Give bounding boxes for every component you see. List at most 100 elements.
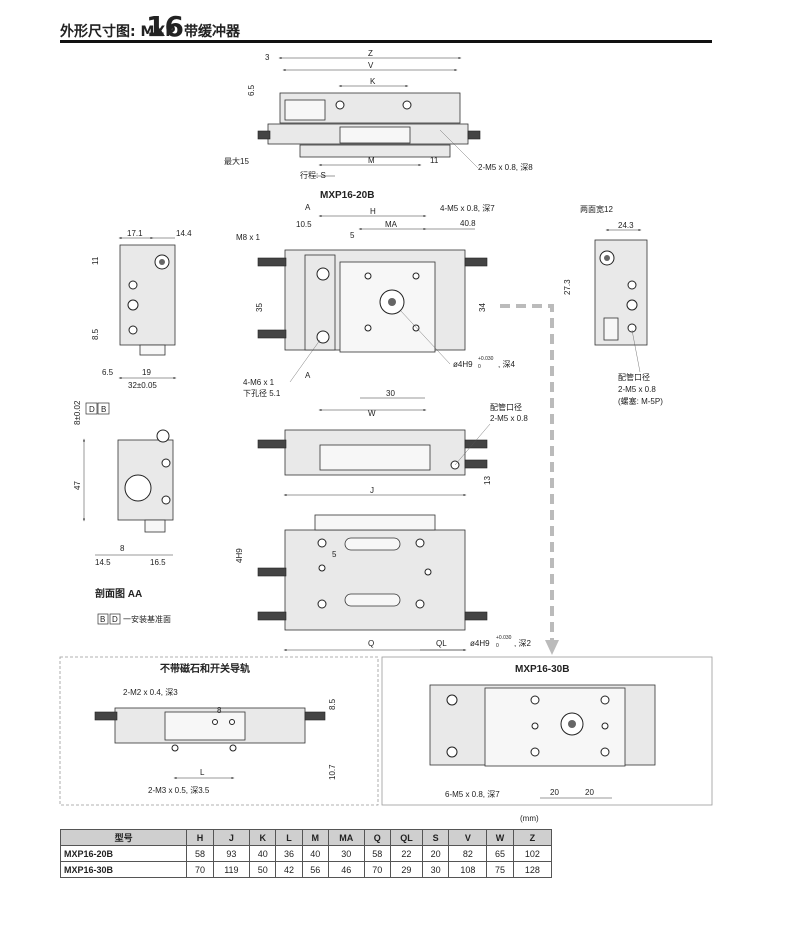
- label-stroke: 行程: S: [300, 170, 326, 180]
- plan-hole-1: [316, 267, 330, 281]
- front-slider: [319, 444, 431, 471]
- th-M: M: [301, 829, 329, 846]
- dim-10-7: 10.7: [328, 764, 337, 780]
- top-hole-2: [402, 100, 412, 110]
- cell: 82: [448, 845, 488, 862]
- dim-34: 34: [478, 303, 487, 312]
- dim-J: J: [370, 486, 374, 495]
- cell: 29: [389, 861, 424, 878]
- dim-17-1: 17.1: [127, 229, 143, 238]
- dim-Q: Q: [368, 639, 374, 648]
- dim-MA: MA: [385, 220, 398, 229]
- cell: 70: [186, 861, 214, 878]
- dim-35: 35: [255, 303, 264, 312]
- label-m8: M8 x 1: [236, 233, 261, 242]
- dim-L: L: [200, 768, 205, 777]
- dim-6-5: 6.5: [247, 84, 256, 96]
- th-Z: Z: [512, 829, 553, 846]
- section-foot: [144, 519, 166, 533]
- cell: 42: [275, 861, 303, 878]
- th-V: V: [448, 829, 488, 846]
- legend-key-D: D: [112, 615, 118, 624]
- dim-14-5: 14.5: [95, 558, 111, 567]
- cell: 20: [422, 845, 450, 862]
- box-mxp16-30b: MXP16-30B 20 20 6-M5 x 0.8, 深7: [381, 656, 713, 806]
- view-section-AA: D B 8±0.02 47 14.5 8 16.5 剖面图 AA B D 一安装…: [73, 400, 174, 625]
- dim-47: 47: [73, 481, 82, 490]
- label-4h9: 4H9: [235, 548, 244, 563]
- tol-lower-1: 0: [478, 364, 481, 370]
- dim-V: V: [368, 61, 374, 70]
- front-bolt-2: [464, 439, 488, 449]
- tol-upper-1: +0.030: [478, 356, 494, 362]
- view-right-end: 两面宽12 24.3 27.3 配管口径 2-M5 x 0.8 (螺塞: M-5…: [563, 204, 663, 406]
- dim-16-5: 16.5: [150, 558, 166, 567]
- label-port-1: 配管口径: [490, 402, 522, 412]
- bottom-bolt-1: [257, 567, 287, 577]
- box-no-magnet: 不带磁石和开关导轨 L 2-M2 x 0.4, 深3 2-M3 x 0.5, 深…: [59, 656, 379, 806]
- header-rule: [60, 40, 712, 43]
- legend-key-B: B: [100, 615, 105, 624]
- dim-H: H: [370, 207, 376, 216]
- dim-M: M: [368, 156, 375, 165]
- cell: 93: [212, 845, 251, 862]
- dim-5: 5: [350, 231, 355, 240]
- cell: 50: [249, 861, 277, 878]
- label-port-spec-2: 2-M5 x 0.8: [618, 385, 656, 394]
- top-block-left: [284, 99, 326, 121]
- label-port-spec-1: 2-M5 x 0.8: [490, 414, 528, 423]
- front-bolt-1: [257, 439, 287, 449]
- label-m3-deep3-5: 2-M3 x 0.5, 深3.5: [148, 786, 210, 795]
- th-J: J: [212, 829, 251, 846]
- plan-bolt-3: [464, 257, 488, 267]
- top-view-title: MXP16-20B: [320, 190, 374, 201]
- th-MA: MA: [327, 829, 365, 846]
- th-QL: QL: [389, 829, 424, 846]
- page-header: 外形尺寸图: MXP 16 带缓冲器: [60, 10, 712, 43]
- cell: 102: [512, 845, 553, 862]
- label-lower-hole: 下孔径 5.1: [243, 388, 281, 398]
- th-Q: Q: [363, 829, 391, 846]
- dim-8-5-box1: 8.5: [328, 698, 337, 710]
- dim-QL: QL: [436, 639, 447, 648]
- label-max15: 最大15: [224, 156, 249, 166]
- cell: 119: [212, 861, 251, 878]
- dim-5-bottom: 5: [332, 550, 337, 559]
- tol-upper-2: +0.030: [496, 635, 512, 641]
- dim-W: W: [368, 409, 376, 418]
- label-port-2: 配管口径: [618, 372, 650, 382]
- dim-8-box1: 8: [217, 706, 222, 715]
- label-m5-6-deep7: 6-M5 x 0.8, 深7: [445, 790, 500, 799]
- bottom-bolt-2: [257, 611, 287, 621]
- dim-Z: Z: [368, 49, 373, 58]
- dim-40-8: 40.8: [460, 219, 476, 228]
- dim-K: K: [370, 77, 376, 86]
- dim-11-top: 11: [430, 156, 439, 165]
- dim-6-5-left: 6.5: [102, 368, 114, 377]
- cell: 65: [486, 845, 514, 862]
- view-left-end: 17.1 14.4 11 8.5 6.5 19 32±0.05: [91, 229, 192, 390]
- label-deep2: , 深2: [514, 639, 531, 648]
- section-key-B: B: [101, 405, 106, 414]
- label-bore-2: ø4H9: [470, 639, 490, 648]
- dim-8-section: 8: [120, 544, 125, 553]
- dim-27-3: 27.3: [563, 279, 572, 295]
- dimension-table: 型号 H J K L M MA Q QL S V W Z MXP16-20B 5…: [59, 829, 553, 878]
- box1-bolt-2: [304, 711, 326, 721]
- section-title: 剖面图 AA: [95, 587, 142, 600]
- view-front-elevation: J 13 配管口径 2-M5 x 0.8: [257, 402, 528, 496]
- plan-bolt-1: [257, 257, 287, 267]
- dim-8-top: 8±0.02: [73, 400, 82, 425]
- bottom-top-plate: [314, 514, 436, 531]
- view-top-side: Z V K M 3 11 6.5 最大15 行程: S 2-M5 x 0.8, …: [224, 49, 533, 201]
- top-hole-1: [335, 100, 345, 110]
- dim-30: 30: [386, 389, 395, 398]
- callout-arrow: [500, 304, 559, 655]
- legend-note: 一安装基准面: [123, 614, 171, 624]
- header-prefix: 外形尺寸图: MXP: [60, 24, 176, 40]
- front-bolt-3: [464, 459, 488, 469]
- th-S: S: [422, 829, 450, 846]
- cell: MXP16-20B: [59, 845, 188, 862]
- table-row: MXP16-30B 70 119 50 42 56 46 70 29 30 10…: [59, 861, 553, 878]
- top-slider: [339, 126, 411, 144]
